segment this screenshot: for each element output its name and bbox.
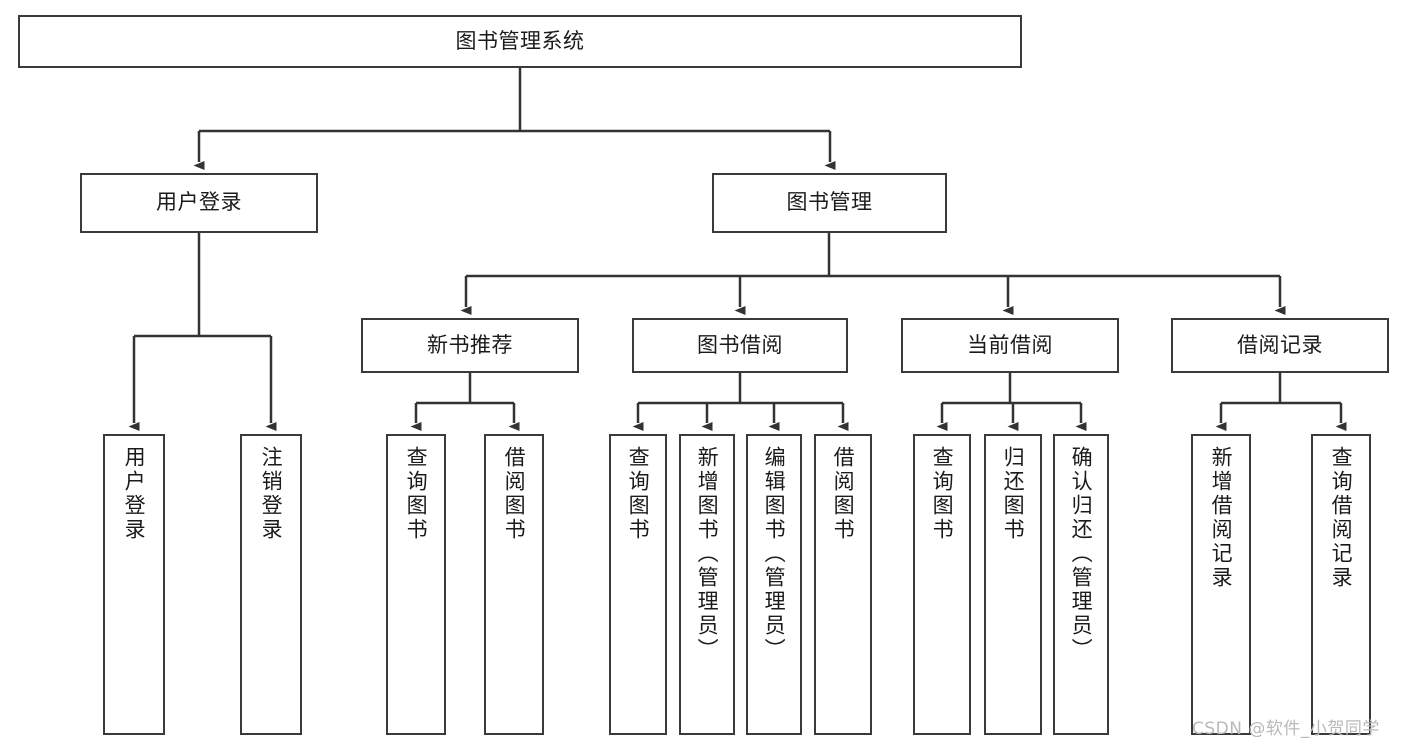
node-new-book-rec[interactable]: 新书推荐 [361, 318, 579, 373]
node-leaf-query-book-rec[interactable]: 查询图书 [386, 434, 446, 735]
node-leaf-user-login-label: 用户登录 [122, 446, 147, 542]
node-leaf-logout-label: 注销登录 [259, 446, 284, 542]
node-root[interactable]: 图书管理系统 [18, 15, 1022, 68]
node-leaf-confirm-return[interactable]: 确认归还（管理员） [1053, 434, 1109, 735]
node-leaf-borrow-book-br-label: 借阅图书 [831, 446, 856, 542]
node-leaf-return-book-label: 归还图书 [1001, 446, 1026, 542]
node-current-borrow-label: 当前借阅 [967, 332, 1053, 357]
node-user-login-label: 用户登录 [156, 190, 242, 215]
node-borrow-record-label: 借阅记录 [1237, 332, 1323, 357]
node-book-manage[interactable]: 图书管理 [712, 173, 947, 233]
node-new-book-rec-label: 新书推荐 [427, 332, 513, 357]
watermark: CSDN @软件_小贺同学 [1192, 719, 1380, 739]
node-leaf-add-book[interactable]: 新增图书（管理员） [679, 434, 735, 735]
node-leaf-logout[interactable]: 注销登录 [240, 434, 302, 735]
node-leaf-user-login[interactable]: 用户登录 [103, 434, 165, 735]
node-leaf-add-record-label: 新增借阅记录 [1209, 446, 1234, 590]
node-borrow-record[interactable]: 借阅记录 [1171, 318, 1389, 373]
node-leaf-query-book-rec-label: 查询图书 [404, 446, 429, 542]
node-leaf-edit-book[interactable]: 编辑图书（管理员） [746, 434, 802, 735]
node-leaf-query-record-label: 查询借阅记录 [1329, 446, 1354, 590]
node-leaf-borrow-book-rec[interactable]: 借阅图书 [484, 434, 544, 735]
node-book-borrow-label: 图书借阅 [697, 332, 783, 357]
node-book-manage-label: 图书管理 [786, 190, 873, 215]
node-leaf-add-book-label: 新增图书（管理员） [695, 446, 720, 662]
node-root-label: 图书管理系统 [455, 28, 585, 53]
node-leaf-query-book-cb-label: 查询图书 [930, 446, 955, 542]
node-leaf-return-book[interactable]: 归还图书 [984, 434, 1042, 735]
node-leaf-add-record[interactable]: 新增借阅记录 [1191, 434, 1251, 735]
node-leaf-query-record[interactable]: 查询借阅记录 [1311, 434, 1371, 735]
node-book-borrow[interactable]: 图书借阅 [632, 318, 848, 373]
node-leaf-query-book-cb[interactable]: 查询图书 [913, 434, 971, 735]
node-user-login[interactable]: 用户登录 [80, 173, 318, 233]
node-leaf-edit-book-label: 编辑图书（管理员） [762, 446, 787, 662]
node-current-borrow[interactable]: 当前借阅 [901, 318, 1119, 373]
node-leaf-query-book-br[interactable]: 查询图书 [609, 434, 667, 735]
node-leaf-confirm-return-label: 确认归还（管理员） [1069, 446, 1094, 662]
node-leaf-query-book-br-label: 查询图书 [626, 446, 651, 542]
node-leaf-borrow-book-rec-label: 借阅图书 [502, 446, 527, 542]
node-leaf-borrow-book-br[interactable]: 借阅图书 [814, 434, 872, 735]
